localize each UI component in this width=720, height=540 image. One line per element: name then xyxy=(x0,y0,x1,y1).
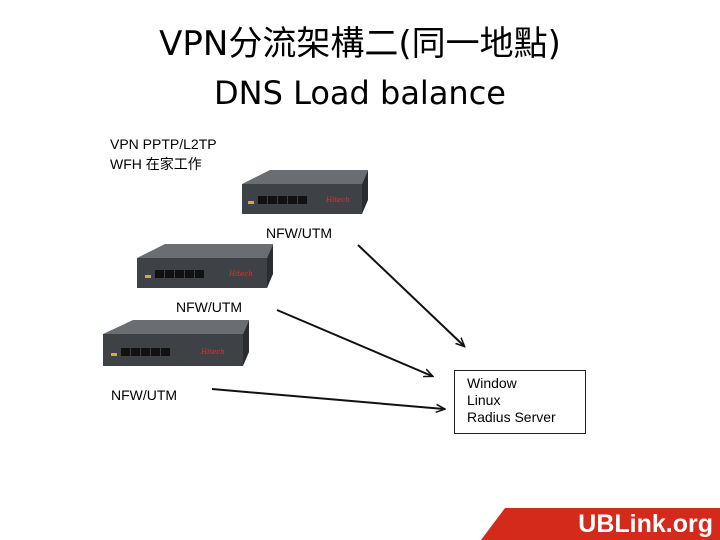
server-line-linux: Linux xyxy=(467,392,501,408)
server-box: Window Linux Radius Server xyxy=(454,370,586,434)
arrow-device-3-to-server xyxy=(211,388,444,409)
brand-logo-text: UBLink.org xyxy=(578,510,713,538)
firewall-device-3: Hitech xyxy=(103,320,249,366)
firewall-device-1: Hitech xyxy=(242,170,368,214)
brand-bar: UBLink.org xyxy=(481,508,720,540)
server-line-radius: Radius Server xyxy=(467,409,556,425)
vpn-note-line1: VPN PPTP/L2TP xyxy=(110,136,217,152)
firewall-device-2: Hitech xyxy=(137,244,273,288)
vpn-note-line2: WFH 在家工作 xyxy=(110,156,202,172)
slide-title: VPN分流架構二(同一地點) xyxy=(159,24,561,64)
arrow-device-1-to-server xyxy=(357,244,464,346)
device-2-label: NFW/UTM xyxy=(176,299,243,315)
device-1-label: NFW/UTM xyxy=(266,225,333,241)
svg-text:Hitech: Hitech xyxy=(325,196,350,204)
arrow-device-2-to-server xyxy=(276,309,432,376)
slide-subtitle: DNS Load balance xyxy=(214,74,506,112)
device-3-label: NFW/UTM xyxy=(111,387,178,403)
server-line-window: Window xyxy=(467,375,517,391)
svg-text:Hitech: Hitech xyxy=(200,348,225,356)
svg-text:Hitech: Hitech xyxy=(228,270,253,278)
